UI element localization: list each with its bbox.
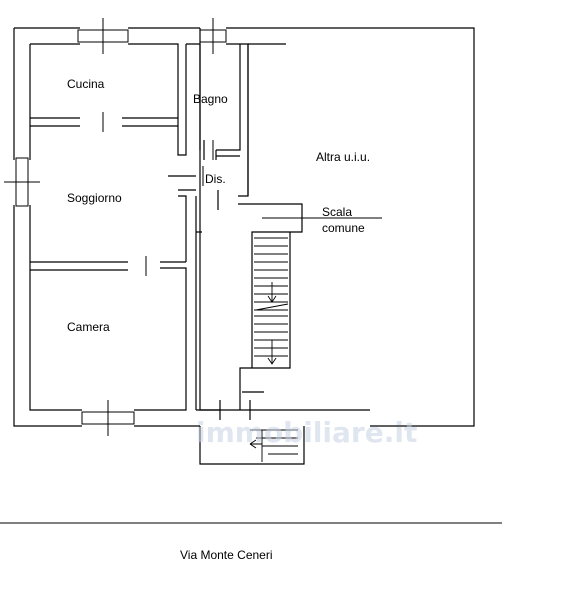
stairs	[249, 217, 382, 462]
windows	[4, 18, 227, 436]
stair-walls	[238, 43, 303, 410]
entrance-arrow	[249, 439, 257, 449]
label-altra-uiu: Altra u.i.u.	[316, 150, 370, 164]
walls	[13, 27, 475, 465]
stair-arrow-upper	[267, 282, 277, 303]
camera-partition	[30, 261, 186, 271]
bathroom-walls	[186, 28, 249, 196]
watermark-text: immobiliare.it	[196, 416, 417, 449]
outer-wall	[13, 27, 475, 427]
inner-wall-outline	[29, 43, 187, 411]
stair-landing	[254, 301, 289, 311]
kitchen-partition	[30, 117, 178, 127]
label-cucina: Cucina	[67, 77, 105, 91]
corridor-walls	[178, 44, 220, 411]
stair-upper-steps	[254, 237, 288, 295]
label-camera: Camera	[67, 320, 110, 334]
stair-lower-steps	[254, 315, 288, 357]
doors	[102, 112, 214, 276]
entrance-walls	[196, 391, 370, 465]
label-bagno: Bagno	[193, 92, 228, 106]
dis-partition	[168, 44, 249, 210]
label-soggiorno: Soggiorno	[67, 191, 122, 205]
label-street: Via Monte Ceneri	[180, 548, 273, 562]
label-dis: Dis.	[205, 172, 226, 186]
label-comune: comune	[322, 221, 365, 235]
entrance-steps	[250, 429, 298, 462]
label-scala: Scala	[322, 205, 352, 219]
bath-door	[203, 140, 217, 160]
stair-arrow-lower	[267, 340, 277, 365]
